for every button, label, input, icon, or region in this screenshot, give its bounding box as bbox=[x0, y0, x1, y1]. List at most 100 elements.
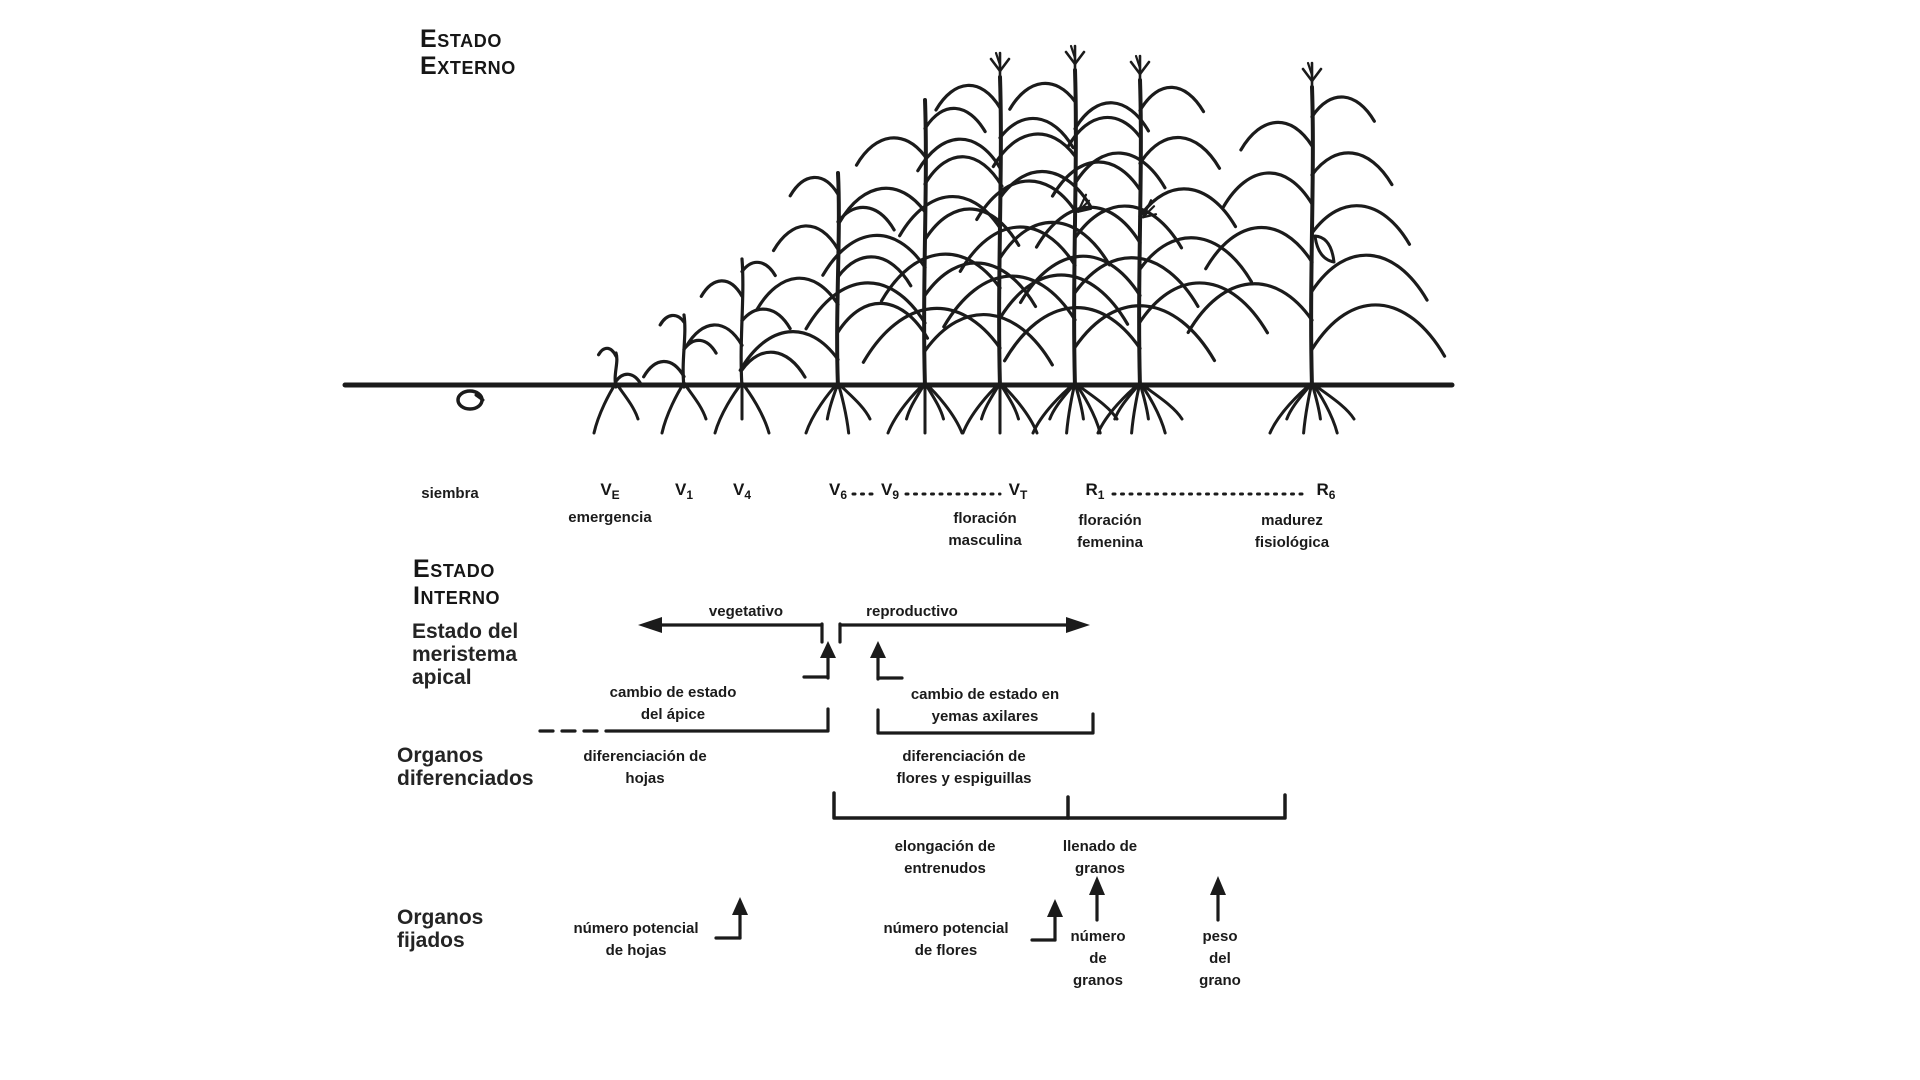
corn-plant-5 bbox=[804, 98, 1054, 435]
leaf bbox=[923, 313, 1054, 367]
leaf bbox=[788, 175, 840, 198]
leaf bbox=[614, 372, 643, 386]
heading-estado-interno: Estado Interno bbox=[413, 556, 500, 610]
leaf bbox=[1138, 281, 1270, 335]
elongation-filling-bracket bbox=[832, 791, 1287, 820]
heading-line: Interno bbox=[413, 582, 501, 610]
leaf bbox=[1002, 306, 1142, 363]
state-change-brackets bbox=[538, 707, 1095, 735]
row-label-line: meristema bbox=[412, 643, 518, 666]
leaf bbox=[934, 83, 1002, 112]
row-label-organos-fijados: Organos fijados bbox=[397, 906, 483, 952]
stage-label-ve: VE bbox=[600, 480, 619, 505]
stage-base: V bbox=[828, 480, 841, 499]
label-line: cambio de estado bbox=[609, 684, 737, 701]
label-line: de hojas bbox=[605, 942, 667, 959]
heading-line: Estado bbox=[413, 555, 495, 583]
reproductivo-arrowhead-right bbox=[1066, 617, 1090, 633]
yemas-up-arrowhead bbox=[870, 641, 886, 658]
stage-sub: 4 bbox=[744, 488, 752, 502]
leaf bbox=[1073, 151, 1167, 190]
leaf bbox=[836, 255, 913, 288]
leaf bbox=[642, 359, 686, 379]
row-label-line: diferenciados bbox=[397, 767, 534, 790]
stage-sub: E bbox=[611, 488, 620, 502]
leaf bbox=[861, 306, 1002, 364]
leaf bbox=[684, 323, 744, 348]
label-line: número bbox=[1070, 928, 1126, 945]
root bbox=[1073, 381, 1119, 421]
caption-line: femenina bbox=[1077, 534, 1143, 551]
leaf bbox=[804, 281, 927, 331]
label-cambio-estado-yemas: cambio de estado en yemas axilares bbox=[911, 684, 1059, 728]
label-line: grano bbox=[1199, 972, 1241, 989]
leaf bbox=[1066, 115, 1142, 148]
leaf bbox=[916, 137, 1002, 173]
caption-madurez-fisiologica: madurez fisiológica bbox=[1255, 510, 1329, 554]
silk bbox=[1141, 199, 1153, 219]
leaf bbox=[740, 260, 777, 278]
label-vegetativo: vegetativo bbox=[708, 603, 784, 620]
tassel-branch bbox=[1073, 50, 1086, 66]
stage-base: V bbox=[1008, 480, 1020, 499]
corn-plant-2 bbox=[642, 313, 718, 435]
seed-notch bbox=[474, 393, 485, 402]
heading-line: Externo bbox=[420, 52, 516, 80]
leaf bbox=[923, 207, 1021, 247]
leaf bbox=[1073, 204, 1184, 250]
stage-label-siembra: siembra bbox=[421, 485, 479, 502]
leaf bbox=[1310, 151, 1394, 187]
peso-arrowhead bbox=[1210, 876, 1226, 895]
ear bbox=[1313, 234, 1336, 264]
stage-sub: 6 bbox=[840, 488, 848, 502]
stage-label-v4: V4 bbox=[733, 480, 751, 505]
stage-sub: T bbox=[1020, 488, 1028, 502]
stage-label-r1: R1 bbox=[1086, 480, 1105, 505]
leaf bbox=[1204, 225, 1314, 271]
label-diferenciacion-hojas: diferenciación de hojas bbox=[583, 746, 706, 790]
root bbox=[660, 381, 686, 435]
label-line: llenado de bbox=[1062, 838, 1138, 855]
leaf bbox=[1138, 187, 1238, 229]
row-label-line: fijados bbox=[397, 929, 465, 952]
label-line: flores y espiguillas bbox=[896, 770, 1032, 787]
tassel-branch bbox=[1301, 67, 1314, 83]
tassel-branch bbox=[1310, 67, 1323, 83]
leaf bbox=[1008, 81, 1077, 111]
label-line: de flores bbox=[914, 942, 978, 959]
leaf bbox=[1138, 135, 1222, 170]
leaf bbox=[1310, 303, 1447, 358]
leaf bbox=[658, 313, 686, 327]
leaf bbox=[942, 274, 1077, 329]
leaf bbox=[1138, 85, 1206, 114]
label-line: granos bbox=[1072, 972, 1124, 989]
root bbox=[713, 381, 744, 435]
leaf bbox=[1050, 160, 1142, 198]
meristem-phase-arrows bbox=[638, 617, 1090, 681]
tassel-branch bbox=[1134, 54, 1142, 70]
leaf bbox=[958, 225, 1077, 273]
label-line: granos bbox=[1074, 860, 1125, 877]
leaf bbox=[1186, 282, 1314, 335]
label-llenado-granos: llenado de granos bbox=[1063, 836, 1137, 880]
leaf bbox=[1138, 236, 1254, 284]
stage-sub: 1 bbox=[1097, 488, 1105, 502]
root bbox=[592, 381, 618, 435]
caption-emergencia: emergencia bbox=[568, 509, 652, 526]
leaf bbox=[738, 330, 840, 372]
row-label-line: apical bbox=[412, 666, 472, 689]
tassel-branch bbox=[1138, 60, 1151, 76]
corn-plant-4 bbox=[738, 171, 930, 435]
label-line: cambio de estado en bbox=[910, 686, 1060, 703]
label-line: número potencial bbox=[883, 920, 1009, 937]
label-line: entrenudos bbox=[904, 860, 986, 877]
label-line: del bbox=[1209, 950, 1231, 967]
label-line: diferenciación de bbox=[902, 748, 1026, 765]
corn-plant-8 bbox=[1002, 54, 1270, 435]
apice-bracket bbox=[604, 707, 830, 733]
stage-sub: 9 bbox=[892, 488, 900, 502]
leaf bbox=[755, 276, 840, 312]
heading-line: Estado bbox=[420, 25, 502, 53]
label-line: número potencial bbox=[573, 920, 699, 937]
